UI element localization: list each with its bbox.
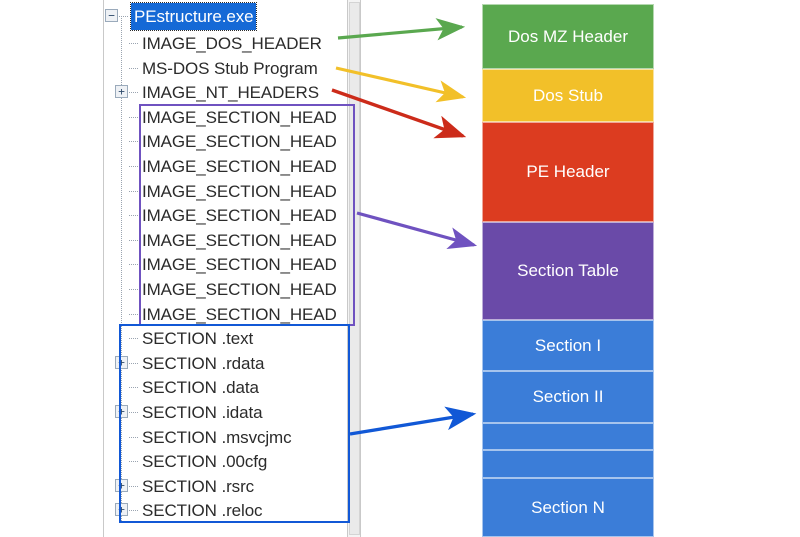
tree-row-item[interactable]: IMAGE_SECTION_HEAD [104, 153, 337, 178]
tree-dash-icon [129, 510, 138, 512]
tree-item-label[interactable]: SECTION .reloc [142, 501, 263, 521]
tree-row-item[interactable]: IMAGE_SECTION_HEAD [104, 227, 337, 252]
layout-block-label: Section N [531, 497, 605, 517]
tree-row-item[interactable]: SECTION .00cfg [104, 448, 267, 473]
layout-block-label: Dos Stub [533, 85, 603, 105]
tree-row-item[interactable]: IMAGE_SECTION_HEAD [104, 202, 337, 227]
tree-row-item[interactable]: SECTION .data [104, 374, 259, 399]
tree-item-label[interactable]: IMAGE_SECTION_HEAD [142, 206, 337, 226]
tree-dash-icon [119, 16, 128, 17]
tree-item-label[interactable]: SECTION .rsrc [142, 476, 255, 496]
tree-item-label[interactable]: IMAGE_SECTION_HEAD [142, 280, 337, 300]
expander-expand-icon[interactable]: + [115, 85, 128, 99]
tree-item-label[interactable]: SECTION .msvcjmc [142, 427, 292, 447]
tree-dash-icon [129, 116, 138, 118]
tree-row-item[interactable]: SECTION .msvcjmc [104, 424, 292, 449]
layout-block: Section II [482, 371, 654, 423]
tree-dash-icon [129, 92, 138, 94]
tree-row-item[interactable]: + SECTION .rsrc [104, 473, 254, 498]
expander-expand-icon[interactable]: + [115, 405, 128, 418]
tree-row-item[interactable]: + SECTION .idata [104, 399, 263, 424]
layout-block: Dos MZ Header [482, 4, 654, 69]
tree-item-label[interactable]: IMAGE_NT_HEADERS [142, 83, 319, 103]
tree-row-item[interactable]: IMAGE_SECTION_HEAD [104, 128, 337, 153]
tree-dash-icon [129, 239, 138, 241]
tree-dash-icon [129, 412, 138, 413]
tree-item-label[interactable]: IMAGE_SECTION_HEAD [142, 157, 337, 177]
tree-row-item[interactable]: IMAGE_SECTION_HEAD [104, 276, 337, 301]
tree-root-label[interactable]: PEstructure.exe [129, 2, 258, 32]
layout-block-label: Section II [532, 387, 604, 406]
tree-dash-icon [129, 141, 138, 143]
tree-row-item[interactable]: IMAGE_SECTION_HEAD [104, 251, 337, 276]
tree-row-item[interactable]: + SECTION .rdata [104, 350, 264, 375]
tree-dash-icon [129, 313, 138, 315]
tree-item-label[interactable]: SECTION .rdata [142, 353, 265, 373]
tree-row-item[interactable]: SECTION .text [104, 325, 253, 350]
tree-row-item[interactable]: MS-DOS Stub Program [104, 55, 318, 80]
tree-item-label[interactable]: IMAGE_SECTION_HEAD [142, 255, 337, 275]
tree-item-label[interactable]: IMAGE_SECTION_HEAD [142, 107, 337, 127]
layout-block: Section Table [482, 222, 654, 320]
layout-block: PE Header [482, 122, 654, 222]
layout-block: Section N [482, 478, 654, 537]
expander-expand-icon[interactable]: + [115, 503, 128, 517]
expander-collapse-icon[interactable]: − [105, 9, 118, 22]
tree-item-label[interactable]: IMAGE_SECTION_HEAD [142, 304, 337, 324]
layout-block-label: Section I [534, 335, 602, 355]
tree-connector-line [121, 18, 122, 523]
tree-dash-icon [129, 387, 138, 389]
tree-row-item[interactable]: + SECTION .reloc [104, 497, 263, 522]
layout-block-label: PE Header [526, 162, 610, 181]
tree-item-label[interactable]: MS-DOS Stub Program [142, 58, 318, 78]
tree-row-root[interactable]: − PEstructure.exe [104, 2, 258, 32]
tree-item-label[interactable]: SECTION .idata [142, 403, 263, 423]
tree-dash-icon [129, 485, 138, 487]
expander-expand-icon[interactable]: + [115, 355, 128, 369]
tree-item-label[interactable]: IMAGE_SECTION_HEAD [142, 230, 337, 250]
tree-row-item[interactable]: IMAGE_DOS_HEADER [104, 30, 322, 55]
layout-block-label: Section Table [517, 261, 619, 280]
tree-item-label[interactable]: SECTION .00cfg [142, 452, 268, 472]
tree-dash-icon [129, 43, 138, 44]
tree-item-label[interactable]: IMAGE_DOS_HEADER [142, 34, 322, 54]
tree-row-item[interactable]: IMAGE_SECTION_HEAD [104, 104, 337, 129]
tree-scrollbar-thumb[interactable] [349, 2, 360, 535]
tree-dash-icon [129, 461, 138, 463]
section-table-arrow [356, 211, 478, 250]
tree-dash-icon [129, 436, 138, 438]
expander-expand-icon[interactable]: + [115, 478, 128, 492]
tree-item-label[interactable]: IMAGE_SECTION_HEAD [142, 132, 337, 152]
tree-vertical-scrollbar[interactable] [347, 0, 361, 537]
tree-dash-icon [129, 264, 138, 266]
tree-item-label[interactable]: IMAGE_SECTION_HEAD [142, 181, 337, 201]
tree-dash-icon [129, 215, 138, 217]
tree-dash-icon [129, 190, 138, 192]
layout-block: Dos Stub [482, 69, 654, 122]
tree-row-item[interactable]: + IMAGE_NT_HEADERS [104, 79, 319, 104]
file-structure-tree[interactable]: − PEstructure.exe IMAGE_DOS_HEADER MS-DOS… [103, 0, 361, 537]
tree-item-label[interactable]: SECTION .text [142, 329, 254, 349]
layout-block-label: Dos MZ Header [508, 26, 628, 46]
tree-dash-icon [129, 166, 138, 167]
tree-dash-icon [129, 289, 138, 290]
tree-dash-icon [129, 338, 138, 340]
tree-row-item[interactable]: IMAGE_SECTION_HEAD [104, 301, 337, 326]
layout-block [482, 450, 654, 478]
layout-block [482, 423, 654, 450]
layout-block: Section I [482, 320, 654, 371]
tree-dash-icon [129, 362, 138, 364]
tree-dash-icon [129, 67, 138, 69]
tree-item-label[interactable]: SECTION .data [142, 378, 259, 398]
sections-arrow [349, 406, 477, 436]
tree-row-item[interactable]: IMAGE_SECTION_HEAD [104, 178, 337, 203]
